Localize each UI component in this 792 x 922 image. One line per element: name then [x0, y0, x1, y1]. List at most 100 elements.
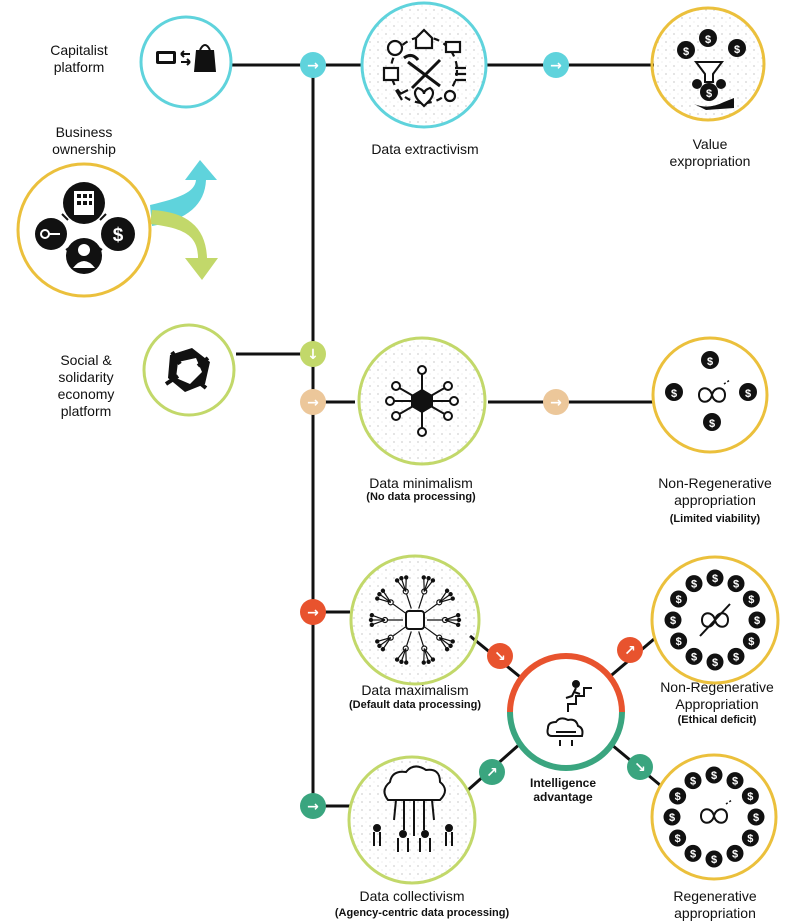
svg-text:$: $ [747, 791, 753, 803]
sub-data-maximalism: (Default data processing) [348, 699, 482, 711]
label-value-expropriation: Value expropriation [669, 136, 751, 169]
svg-text:$: $ [669, 812, 675, 824]
node-sse-circle [142, 323, 236, 417]
svg-text:$: $ [745, 388, 751, 400]
label-regenerative-appropriation: Regenerative appropriation [673, 888, 757, 921]
dollar-coin-icon: $ [706, 653, 724, 671]
label-intelligence-advantage: Intelligence advantage [529, 776, 597, 804]
node-business-circle: $ [16, 162, 152, 298]
svg-text:$: $ [733, 579, 739, 591]
intelligence-ring [507, 653, 625, 771]
regenerative-infinity-icon: $$$$$$$$$$$$ [663, 766, 765, 868]
label-business-ownership: Business ownership [52, 124, 116, 157]
svg-text:$: $ [733, 651, 739, 663]
svg-text:$: $ [732, 776, 738, 788]
svg-text:↓: ↓ [307, 347, 319, 363]
dollar-coin-icon: $ [741, 829, 759, 847]
svg-text:$: $ [711, 854, 717, 866]
funnel-dollar-hand-icon: $ $ $ $ [677, 29, 746, 110]
dollar-coin-icon: $ [705, 850, 723, 868]
dollar-coin-icon: $ [706, 569, 724, 587]
dollar-coin-icon: $ [747, 808, 765, 826]
svg-text:→: → [307, 395, 319, 411]
svg-text:$: $ [712, 573, 718, 585]
marker-capitalist: → [300, 52, 326, 78]
dollar-coin-icon: $ [726, 844, 744, 862]
svg-text:$: $ [671, 388, 677, 400]
fork-arrows [150, 160, 218, 280]
dollar-coin-icon: $ [663, 808, 681, 826]
label-data-maximalism: Data maximalism [361, 682, 469, 698]
dollar-coin-icon: $ [684, 844, 702, 862]
svg-text:→: → [307, 605, 319, 621]
svg-text:$: $ [707, 356, 713, 368]
svg-text:→: → [307, 58, 319, 74]
dollar-coin-icon: $ [664, 611, 682, 629]
svg-text:$: $ [675, 833, 681, 845]
extraction-tools-cycle-icon [382, 28, 466, 108]
svg-text:$: $ [706, 88, 712, 100]
svg-text:$: $ [676, 636, 682, 648]
dollar-coin-icon: $ [684, 772, 702, 790]
dollar-coin-icon: $ [670, 590, 688, 608]
svg-text:$: $ [690, 776, 696, 788]
node-expropriation-circle: $ $ $ $ [650, 6, 766, 122]
svg-text:→: → [307, 799, 319, 815]
svg-text:$: $ [712, 657, 718, 669]
marker-expropriation: → [543, 52, 569, 78]
label-nonregen-appropriation-2: Non-Regenerative Appropriation [660, 679, 774, 712]
dollar-coin-icon: $ [748, 611, 766, 629]
node-minimalism-circle [357, 336, 487, 466]
marker-maximalism-out: ↘ [487, 643, 513, 669]
label-capitalist-platform: Capitalist platform [50, 42, 108, 75]
dollar-coin-icon: $ [669, 829, 687, 847]
svg-text:$: $ [691, 579, 697, 591]
hexagon-network-icon [385, 365, 459, 437]
svg-text:$: $ [690, 848, 696, 860]
dollar-coin-icon: $ [742, 632, 760, 650]
svg-text:$: $ [748, 594, 754, 606]
building-key-dollar-person-icon: $ [35, 182, 135, 274]
label-data-minimalism: Data minimalism [369, 475, 473, 491]
cloud-tree-people-icon [373, 765, 453, 852]
svg-text:$: $ [691, 651, 697, 663]
svg-text:$: $ [748, 636, 754, 648]
svg-text:→: → [550, 395, 562, 411]
fork-arrow-up-cyan [150, 160, 217, 226]
connector-markers: →→↓→→→↘↗→↗↘ [300, 52, 653, 819]
marker-collectivism-out: ↗ [479, 759, 505, 785]
svg-text:$: $ [734, 44, 740, 56]
marker-regen: ↘ [627, 754, 653, 780]
node-regen-circle: $$$$$$$$$$$$ [650, 753, 778, 881]
svg-text:→: → [550, 58, 562, 74]
dollar-coin-icon: $ [742, 590, 760, 608]
svg-text:$: $ [676, 594, 682, 606]
svg-text:$: $ [709, 418, 715, 430]
expanding-network-icon [368, 575, 462, 665]
svg-text:↘: ↘ [494, 649, 506, 665]
svg-text:$: $ [747, 833, 753, 845]
svg-text:$: $ [711, 770, 717, 782]
dollar-coin-icon: $ [741, 787, 759, 805]
marker-nonregen1: → [543, 389, 569, 415]
dollar-coin-icon: $ [669, 787, 687, 805]
svg-text:$: $ [113, 225, 124, 246]
sub-nonregen-appropriation-1: (Limited viability) [669, 513, 761, 525]
label-sse-platform: Social & solidarity economy platform [57, 352, 115, 419]
square-knot-icon [164, 348, 210, 392]
svg-text:$: $ [754, 615, 760, 627]
marker-minimalism: → [300, 389, 326, 415]
dollar-coin-icon: $ [670, 632, 688, 650]
dollar-coin-icon: $ [685, 647, 703, 665]
label-data-extractivism: Data extractivism [371, 141, 479, 157]
dollar-coin-icon: $ [685, 575, 703, 593]
node-collectivism-circle [347, 755, 477, 885]
svg-text:$: $ [675, 791, 681, 803]
marker-maximalism: → [300, 599, 326, 625]
stair-climber-cloud-icon [546, 680, 592, 746]
svg-text:$: $ [732, 848, 738, 860]
marker-collectivism: → [300, 793, 326, 819]
ring-bottom-teal [507, 711, 625, 771]
sub-nonregen-appropriation-2: (Ethical deficit) [677, 714, 757, 726]
